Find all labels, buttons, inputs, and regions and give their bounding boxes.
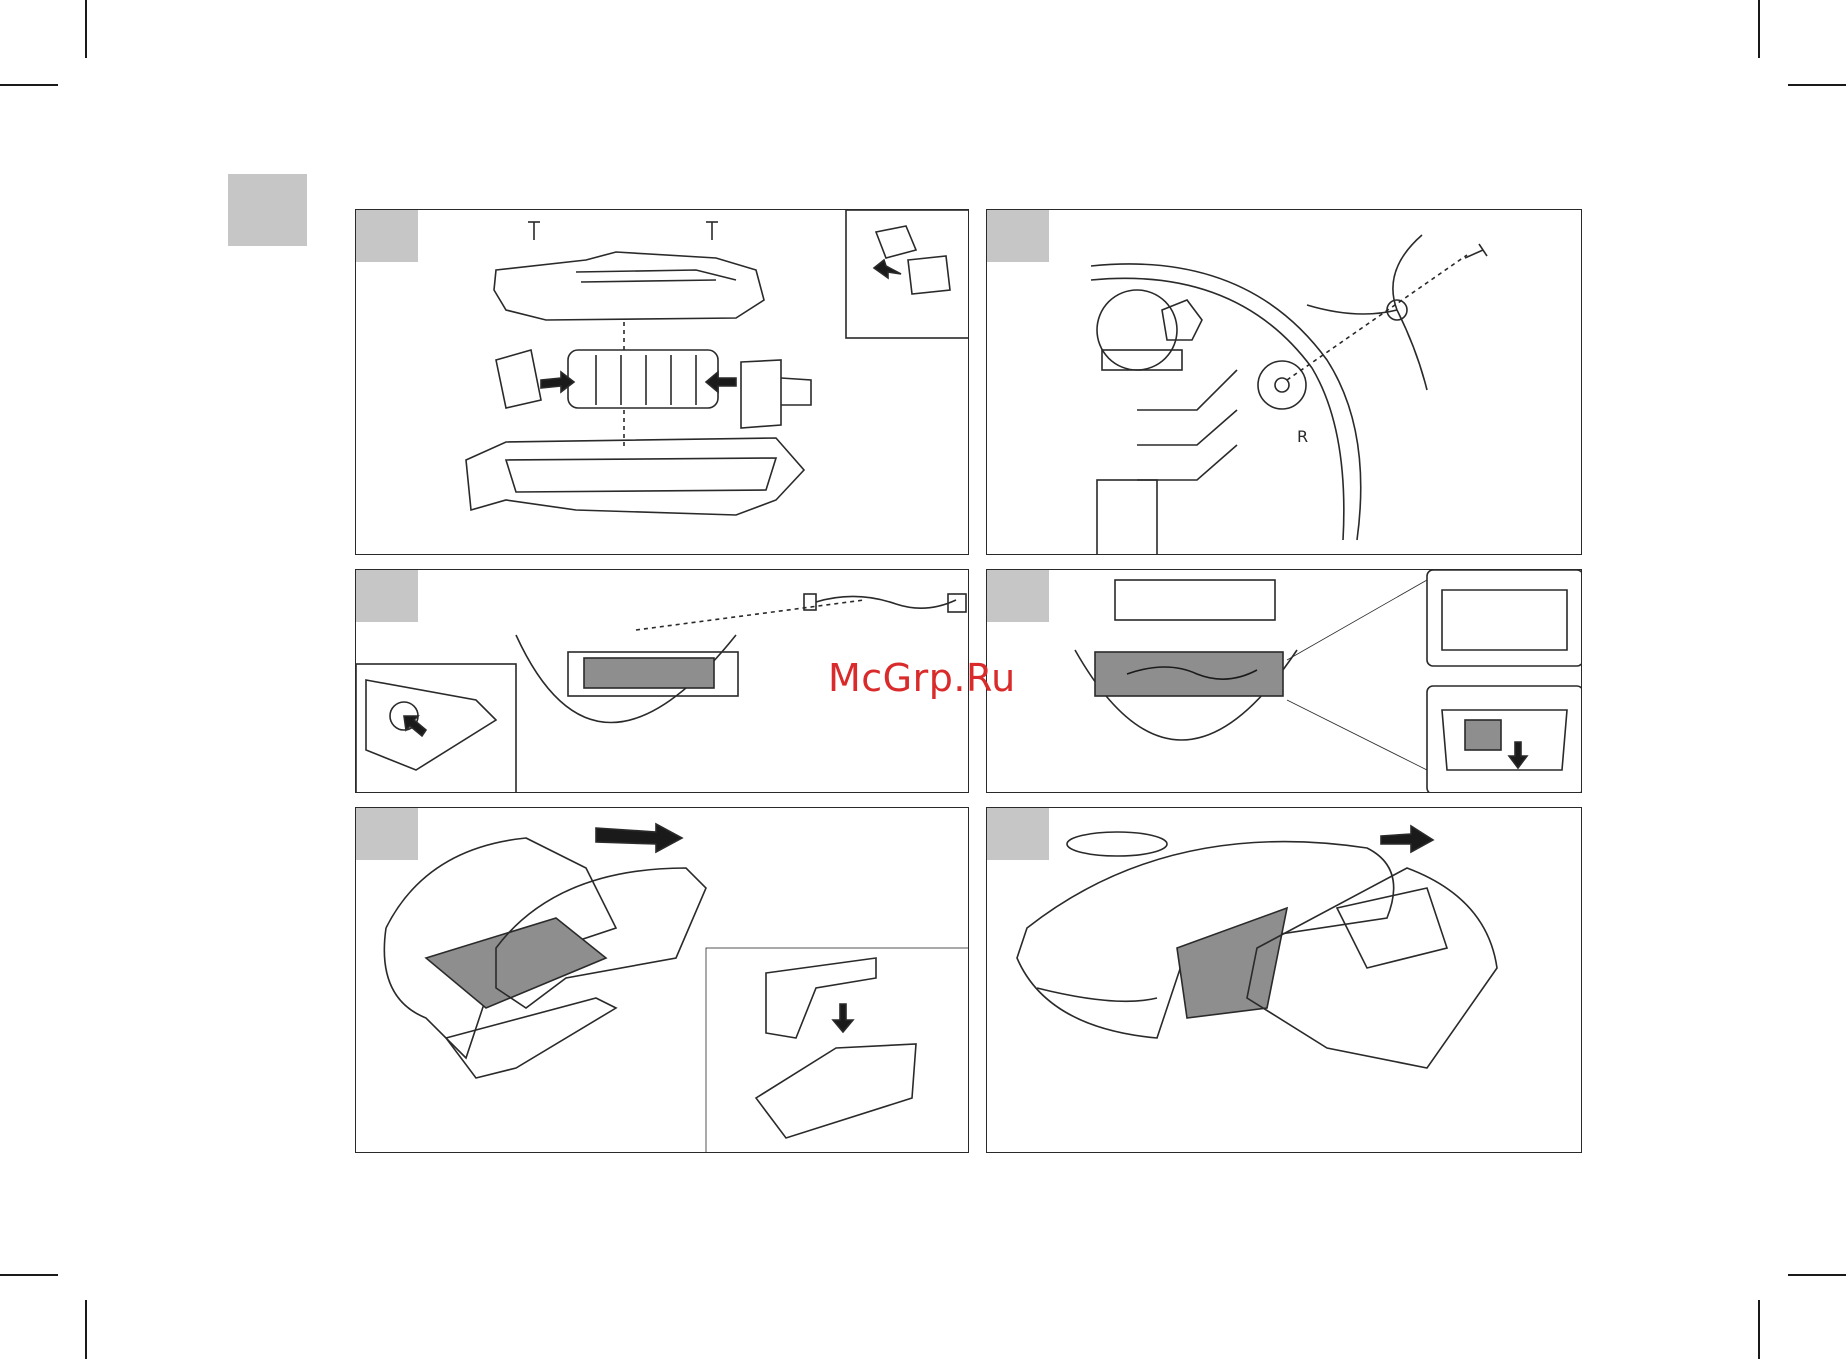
- screw-icon: [1465, 244, 1487, 258]
- r-marker: R: [1297, 427, 1308, 446]
- side-brush-icon: [1307, 235, 1427, 390]
- arrow-icon: [1381, 826, 1433, 852]
- dustbin: [1247, 868, 1497, 1068]
- crop-mark: [1758, 1300, 1760, 1359]
- crop-mark: [0, 1274, 58, 1276]
- crop-mark: [1788, 84, 1846, 86]
- page-tab-marker: [228, 174, 307, 246]
- crop-mark: [0, 84, 58, 86]
- crop-mark: [85, 1300, 87, 1359]
- crop-mark: [1788, 1274, 1846, 1276]
- battery-cover: [494, 252, 764, 320]
- screw-icon: [528, 222, 540, 240]
- panel-brush-cover-detail: [986, 569, 1582, 793]
- panel-battery-replacement: [355, 209, 969, 555]
- crop-mark: [1758, 0, 1760, 58]
- arrow-icon: [706, 372, 736, 392]
- arrow-icon: [541, 372, 574, 392]
- main-brush-icon: [804, 594, 966, 612]
- panel-dustbin-filter: [355, 807, 969, 1153]
- panel-side-brush-replacement: R: [986, 209, 1582, 555]
- detail-inset-top: [1427, 570, 1582, 666]
- screw-icon: [706, 222, 718, 240]
- arrow-icon: [596, 824, 682, 852]
- brush-hub: [1258, 361, 1306, 409]
- watermark-text: McGrp.Ru: [828, 656, 1016, 700]
- battery-bay: [466, 438, 804, 515]
- crop-mark: [85, 0, 87, 58]
- detail-inset-bottom: [1427, 686, 1582, 793]
- panel-dustbin-insertion: [986, 807, 1582, 1153]
- robot-underside-edge: [1091, 264, 1361, 540]
